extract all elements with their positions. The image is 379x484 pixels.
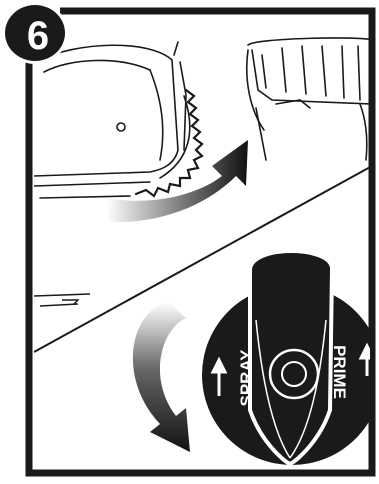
sprayer-housing bbox=[34, 38, 372, 198]
prime-label: PRIME bbox=[330, 345, 349, 399]
lower-housing-edge bbox=[34, 294, 90, 306]
step-number: 6 bbox=[5, 5, 71, 67]
step-badge: 6 bbox=[2, 2, 68, 64]
spray-label: SPRAY bbox=[237, 349, 256, 407]
curved-arrow-counterclockwise-icon bbox=[133, 302, 190, 452]
prime-spray-knob bbox=[202, 251, 379, 465]
